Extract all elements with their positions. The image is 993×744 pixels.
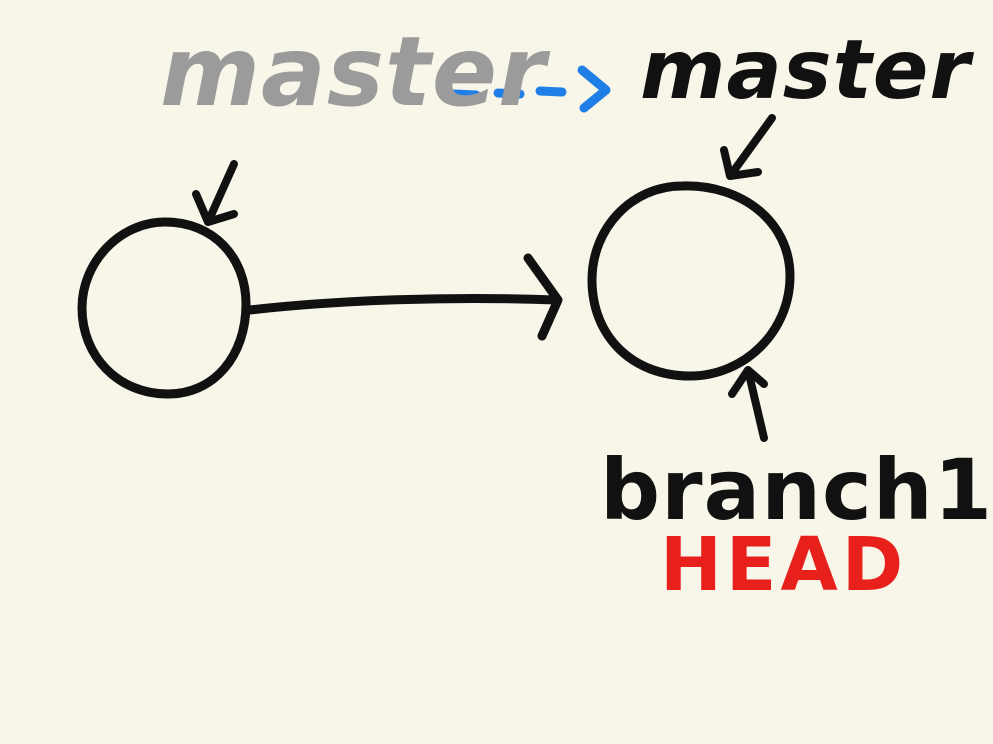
master-move-arrow bbox=[449, 65, 611, 113]
old-master-pointer-arrow bbox=[192, 160, 238, 226]
branch-label: branch1 bbox=[600, 441, 993, 539]
new-master-label: master bbox=[640, 23, 971, 118]
head-label: HEAD bbox=[660, 522, 908, 608]
branch-pointer-arrow bbox=[728, 366, 768, 442]
new-master-pointer-arrow bbox=[720, 114, 776, 180]
diagram-canvas: master master branch1 HEAD bbox=[77, 16, 993, 608]
commit-graph bbox=[77, 65, 795, 442]
commit-edge-arrowhead bbox=[523, 253, 563, 341]
commit-node-1 bbox=[77, 217, 251, 399]
old-master-label: master bbox=[160, 16, 547, 128]
commit-node-2 bbox=[587, 181, 795, 381]
commit-edge-arrow bbox=[245, 293, 561, 315]
